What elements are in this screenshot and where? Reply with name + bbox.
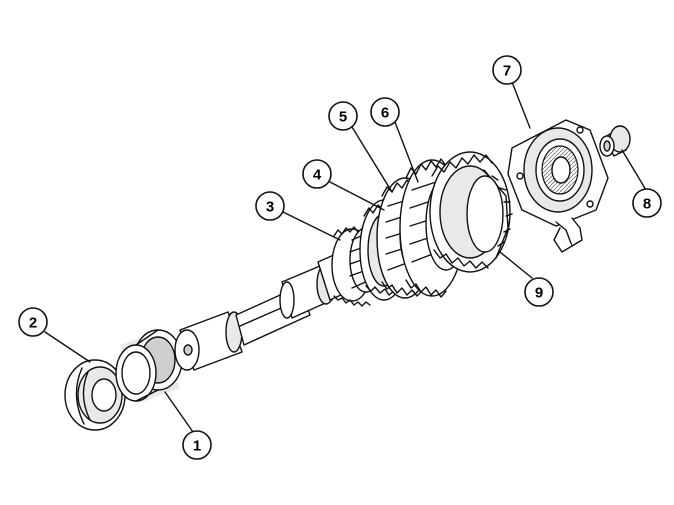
callout-5: 5 (328, 101, 358, 131)
callout-8: 8 (632, 188, 662, 218)
part-7-bearing-plate (507, 119, 609, 253)
callout-6-label: 6 (381, 105, 389, 122)
callout-6: 6 (370, 97, 400, 127)
part-1-bearing-ring (115, 329, 183, 402)
leader-lines (44, 81, 647, 433)
callout-4: 4 (302, 159, 332, 189)
callout-9: 9 (524, 277, 554, 307)
part-2-seal (64, 359, 126, 431)
part-8-bushing (599, 125, 631, 157)
callout-8-label: 8 (643, 196, 651, 213)
callout-2: 2 (18, 307, 48, 337)
callout-5-label: 5 (339, 109, 347, 126)
callout-3-label: 3 (266, 199, 274, 216)
callout-2-label: 2 (29, 315, 37, 332)
callout-3: 3 (255, 191, 285, 221)
callout-7: 7 (492, 55, 522, 85)
callout-1-label: 1 (193, 438, 201, 455)
callout-7-label: 7 (503, 63, 511, 80)
callout-4-label: 4 (313, 167, 322, 184)
callout-9-label: 9 (535, 285, 543, 302)
part-9-large-gear (429, 151, 513, 273)
callout-1: 1 (182, 430, 212, 460)
